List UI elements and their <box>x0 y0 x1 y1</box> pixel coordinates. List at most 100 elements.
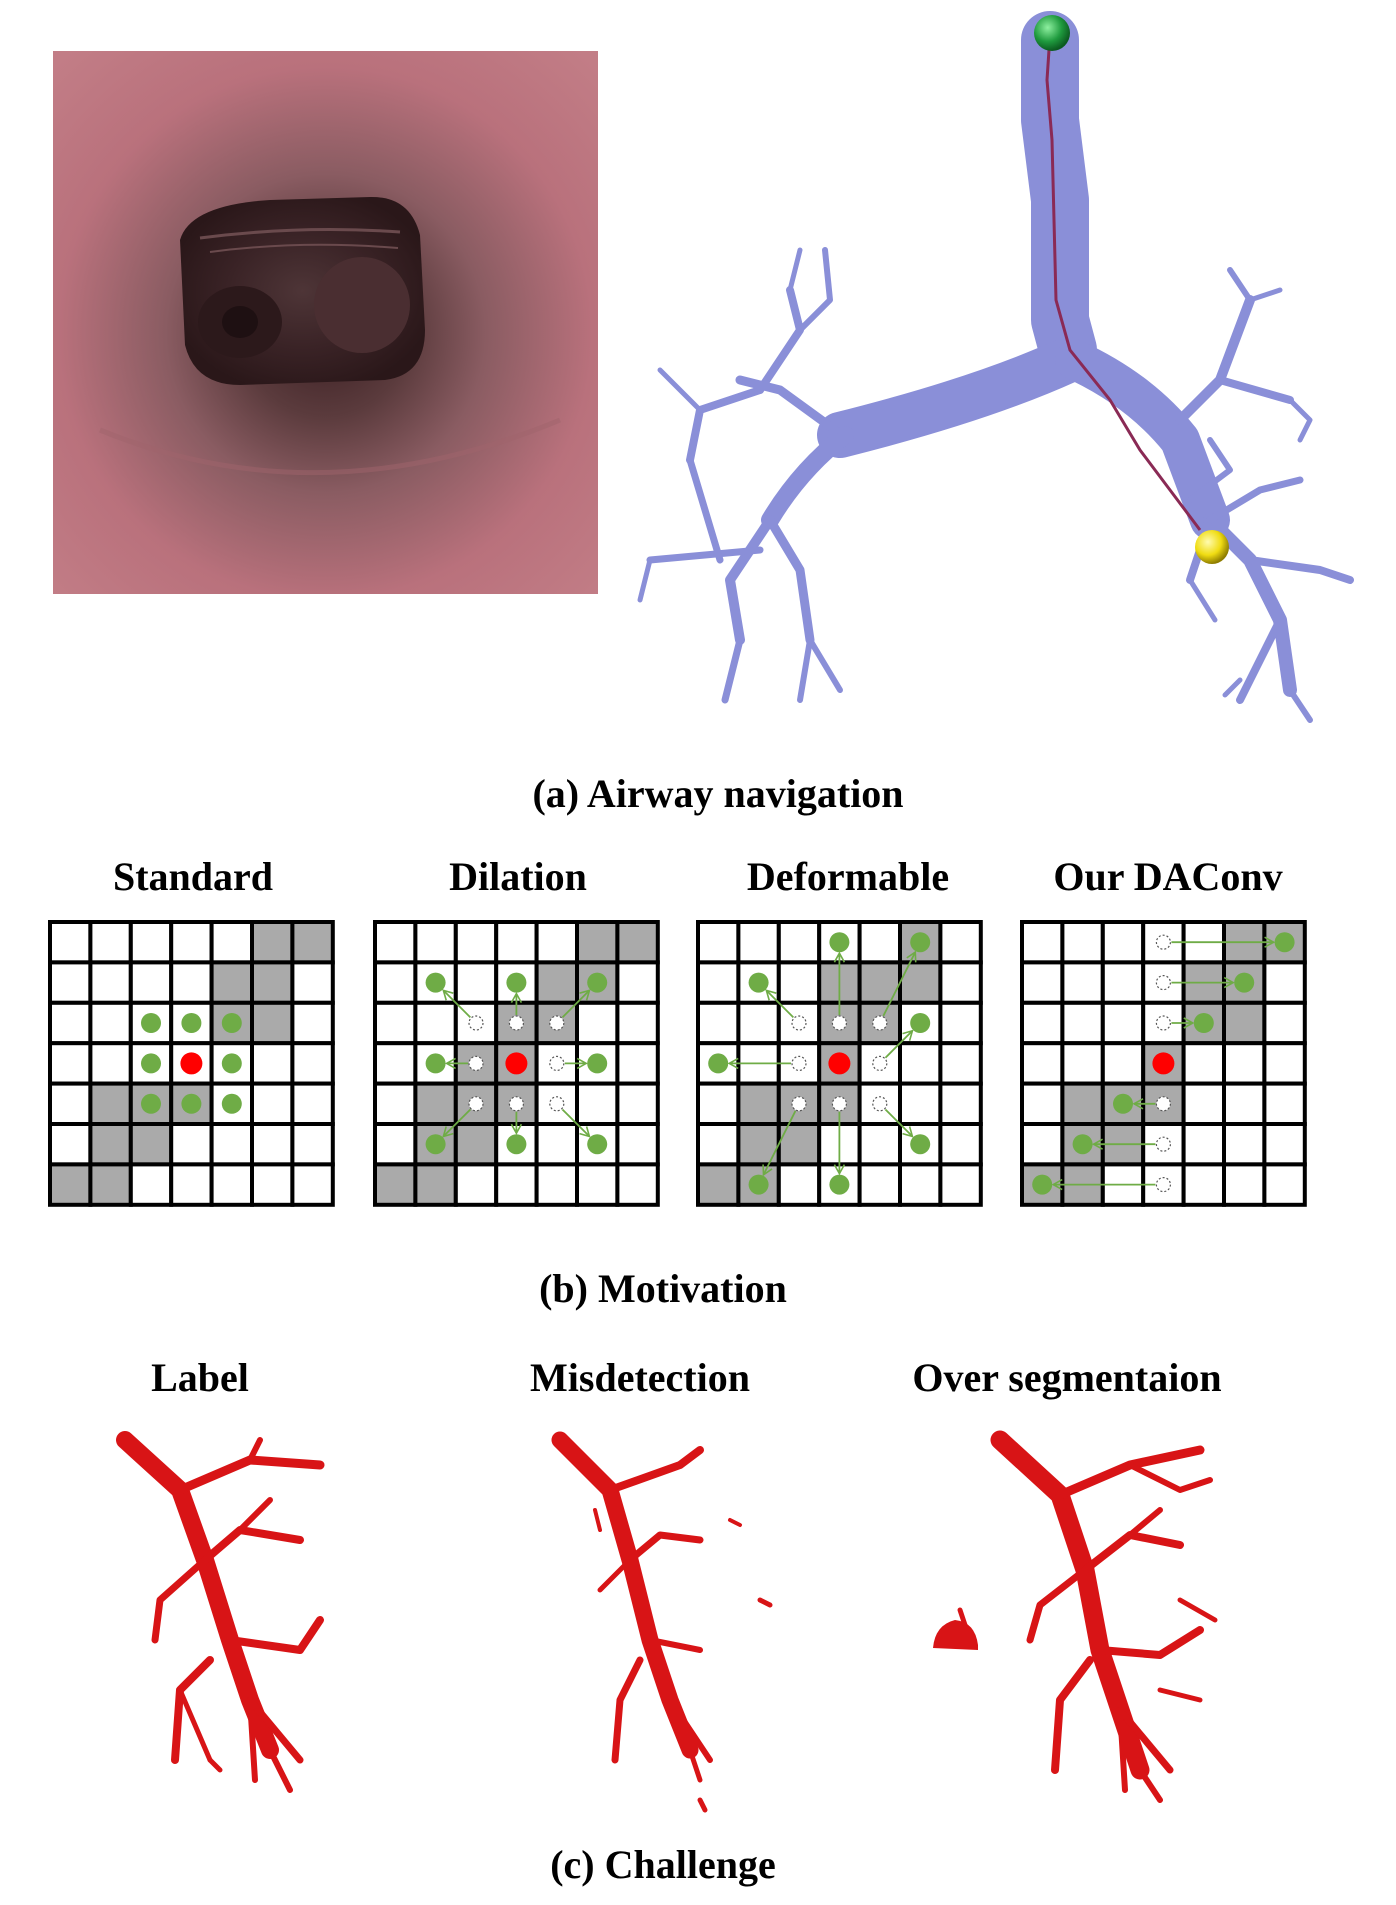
grid-cell <box>1020 920 1065 965</box>
grid-cell <box>209 960 255 1005</box>
offset-arrow <box>442 989 471 1018</box>
grid-cell <box>615 1122 660 1167</box>
sample-point <box>221 1093 242 1114</box>
grid-cell <box>128 920 174 965</box>
original-sample-point <box>508 1096 525 1112</box>
grid-cell <box>453 920 499 965</box>
grid-cell <box>736 920 781 965</box>
grid-cell <box>1100 1041 1146 1086</box>
grid-cell <box>1100 920 1146 965</box>
grid-cell <box>938 1081 983 1126</box>
original-sample-point <box>872 1015 888 1031</box>
grid-cell <box>1020 1041 1065 1086</box>
grid-cell <box>48 1041 93 1086</box>
sample-point <box>1234 972 1255 993</box>
sample-point <box>506 972 527 993</box>
grid-cell <box>290 960 335 1005</box>
grid-cell <box>453 960 499 1005</box>
caption-b: (b) Motivation <box>539 1266 787 1311</box>
navigation-path <box>1045 34 1202 531</box>
sample-point <box>221 1013 242 1033</box>
grid-cell <box>209 920 255 965</box>
grid-cell <box>169 1122 214 1167</box>
original-sample-point <box>872 1096 888 1112</box>
grid-cell <box>290 1122 335 1167</box>
original-sample-point <box>1155 1015 1172 1031</box>
grid-cell <box>1020 1000 1065 1046</box>
original-sample-point <box>549 1055 565 1072</box>
grid-cell <box>169 1162 214 1207</box>
grid-cell <box>413 1162 458 1207</box>
grid-cell <box>615 1000 660 1046</box>
grid-cell <box>250 960 295 1005</box>
grid-cell <box>1262 1000 1307 1046</box>
grid-cell <box>413 1081 458 1126</box>
grid-cell <box>88 920 133 965</box>
grid-cell <box>534 1162 579 1207</box>
sample-point <box>748 1174 769 1195</box>
grid-cell <box>1222 1162 1267 1207</box>
grid-cell <box>88 1081 133 1126</box>
grid-cell <box>48 1122 93 1167</box>
grid-cell <box>575 1000 620 1046</box>
grid-cell <box>250 920 295 965</box>
grid-cell <box>373 1000 418 1046</box>
grid-cell <box>290 1162 335 1207</box>
grid-cell <box>696 1081 741 1126</box>
grid-cell <box>534 1122 579 1167</box>
grid-cell <box>776 920 822 965</box>
sample-point <box>141 1013 161 1033</box>
grid-cell <box>1222 1000 1267 1046</box>
grid-cell <box>88 1162 133 1207</box>
grid-cell <box>575 1081 620 1126</box>
grid-cell <box>88 960 133 1005</box>
grid-cell <box>1262 1041 1307 1086</box>
grid-cell <box>1222 1041 1267 1086</box>
grid-cell <box>696 1000 741 1046</box>
grid-cell <box>250 1081 295 1126</box>
grid-cell <box>696 1162 741 1207</box>
sample-point <box>141 1093 161 1114</box>
grid-cell <box>494 1162 539 1207</box>
sample-point <box>141 1053 161 1074</box>
grid-cell <box>88 1122 133 1167</box>
sample-point <box>221 1053 242 1074</box>
grid-cell <box>373 1041 418 1086</box>
grid-cell <box>696 920 741 965</box>
airway-over-segmentation <box>957 1430 1218 1803</box>
sample-point <box>1193 1013 1214 1033</box>
center-point <box>828 1052 851 1075</box>
grid-cell <box>1100 960 1146 1005</box>
caption-c: (c) Challenge <box>550 1842 776 1887</box>
sample-point <box>1072 1134 1093 1155</box>
grid-daconv <box>1020 920 1307 1207</box>
offset-arrow <box>442 1108 471 1138</box>
grid-cell <box>48 1162 93 1207</box>
grid-deformable <box>696 920 983 1207</box>
sample-point <box>425 1134 446 1155</box>
sample-point <box>1113 1093 1133 1114</box>
original-sample-point <box>549 1096 565 1112</box>
caption-a: (a) Airway navigation <box>532 771 903 816</box>
sample-point <box>425 1053 446 1074</box>
original-sample-point <box>1155 974 1172 991</box>
original-sample-point <box>508 1015 525 1031</box>
offset-arrow <box>561 1108 591 1138</box>
grid-cell <box>88 1041 133 1086</box>
sample-point <box>506 1134 527 1155</box>
grid-title-standard: Standard <box>113 854 273 899</box>
grid-cell <box>373 1122 418 1167</box>
grid-cell <box>453 1162 499 1207</box>
grid-cell <box>776 1122 822 1167</box>
grid-cell <box>1262 960 1307 1005</box>
grid-cell <box>615 1162 660 1207</box>
original-sample-point <box>1155 1176 1172 1193</box>
grid-cell <box>250 1041 295 1086</box>
original-sample-point <box>831 1015 848 1031</box>
grid-cell <box>290 1081 335 1126</box>
offset-arrow <box>884 1108 914 1138</box>
grid-cell <box>1020 1122 1065 1167</box>
sample-point <box>587 972 608 993</box>
